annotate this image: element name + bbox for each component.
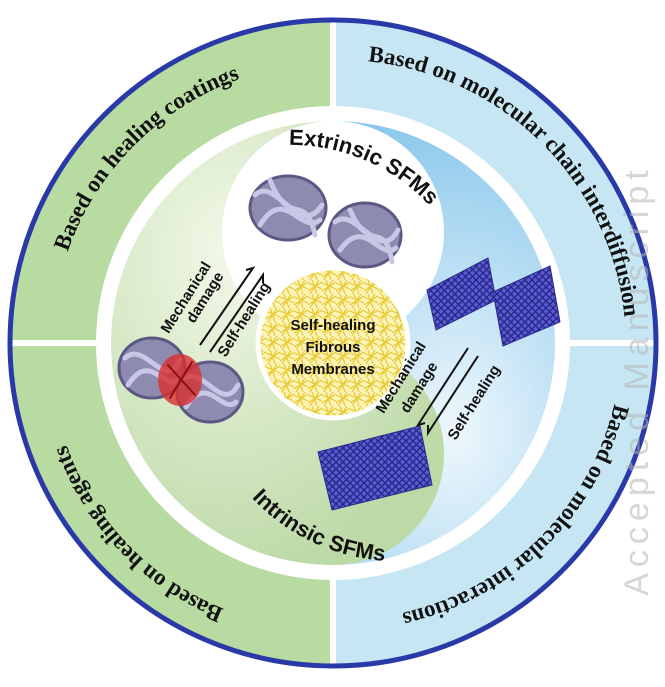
center-line-2: Fibrous <box>306 339 361 356</box>
extrinsic-damaged-bundle <box>117 336 245 424</box>
watermark: Accepted Manuscript <box>618 164 656 596</box>
center-line-1: Self-healing <box>290 317 375 334</box>
center-line-3: Membranes <box>291 361 374 378</box>
intrinsic-healed-mesh <box>317 425 433 511</box>
extrinsic-arrows <box>199 266 264 353</box>
outer-border <box>7 17 659 669</box>
intrinsic-damaged-mesh <box>426 257 561 347</box>
intrinsic-arrows <box>415 347 479 437</box>
center-fibrous-membrane: Self-healing Fibrous Membranes <box>255 265 411 421</box>
extrinsic-intact-bundle <box>248 174 403 269</box>
